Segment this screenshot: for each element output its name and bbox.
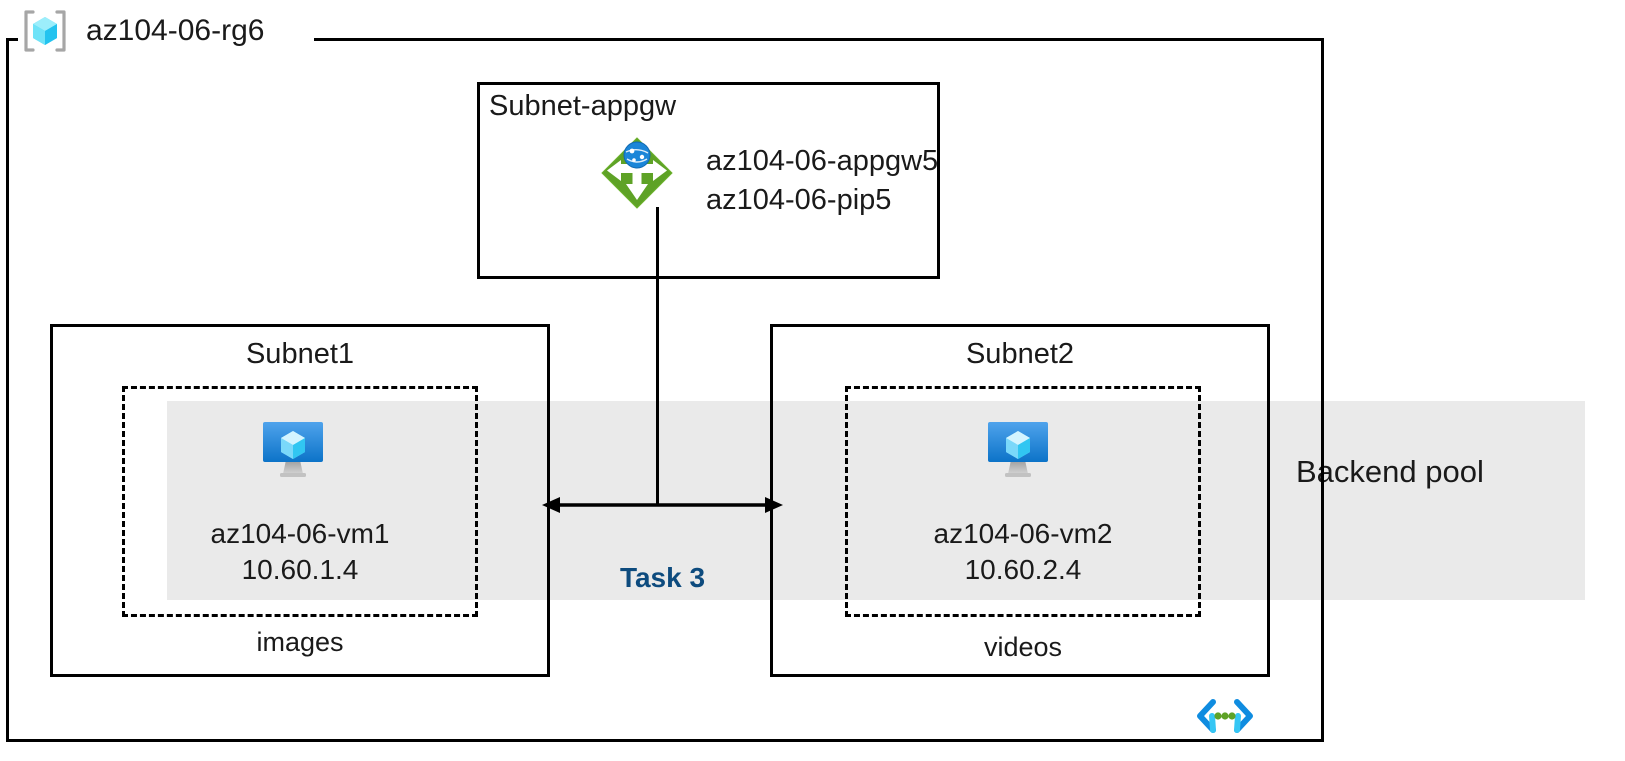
resource-group-label: az104-06-rg6 [86,14,265,47]
backend-pool-band [167,401,1585,600]
resource-group-title-gap [18,26,314,54]
appgw-resource-names: az104-06-appgw5 az104-06-pip5 [706,142,938,220]
subnet1-vm-name: az104-06-vm1 [210,518,390,549]
subnet1-title: Subnet1 [245,338,355,370]
subnet1-subnet2-bidirectional-arrow [540,486,785,524]
resource-group-boundary [6,38,1324,742]
subnet2-footer-label: videos [983,632,1063,662]
pip-name: az104-06-pip5 [706,184,892,216]
resource-group-icon [22,8,68,54]
subnet2-dashed-group [845,386,1201,617]
subnet2-vm-ip: 10.60.2.4 [964,554,1082,585]
application-gateway-icon [598,134,676,212]
task-3-label: Task 3 [619,562,706,593]
appgw-name: az104-06-appgw5 [706,145,939,177]
subnet1-footer-label: images [256,627,344,657]
code-brackets-icon [1196,697,1254,735]
backend-pool-label: Backend pool [1296,454,1484,489]
virtual-machine-icon [258,414,328,480]
subnet1-box [50,324,550,677]
subnet1-dashed-group [122,386,478,617]
appgw-to-subnets-connector [656,207,659,506]
subnet-appgw-title: Subnet-appgw [489,90,677,122]
subnet2-vm-name: az104-06-vm2 [933,518,1113,549]
subnet-appgw-box [477,82,940,279]
virtual-machine-icon [983,414,1053,480]
subnet2-title: Subnet2 [965,338,1075,370]
subnet1-vm-ip: 10.60.1.4 [241,554,359,585]
